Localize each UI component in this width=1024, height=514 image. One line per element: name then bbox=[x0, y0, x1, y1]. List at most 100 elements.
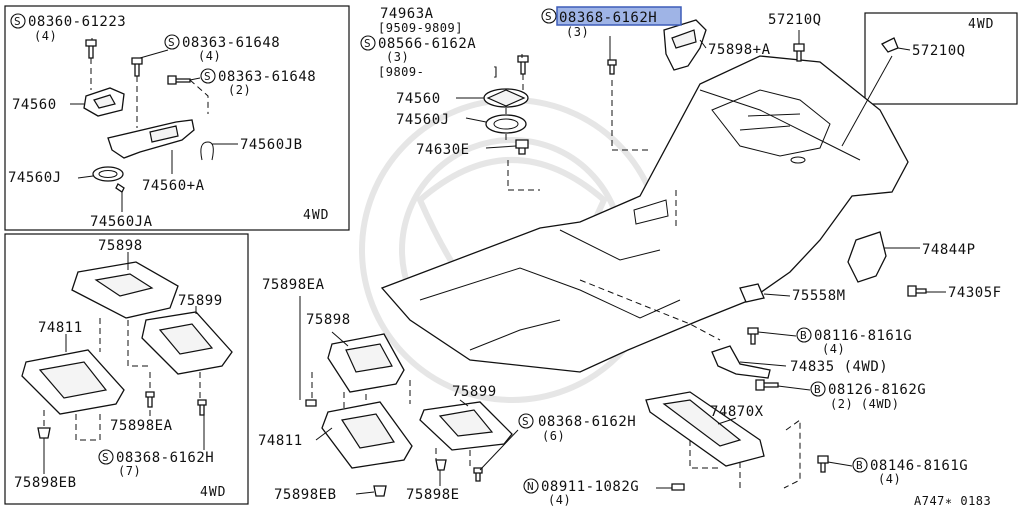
prefix-s-5: S bbox=[360, 35, 376, 51]
label-74560jb[interactable]: 74560JB bbox=[240, 137, 303, 153]
label-74560-plus-a[interactable]: 74560+A bbox=[142, 178, 205, 194]
clip-57210q-top bbox=[793, 43, 805, 62]
date-range-2: [9809- bbox=[378, 65, 424, 79]
nut-08911 bbox=[671, 483, 685, 491]
label-74963a[interactable]: 74963A bbox=[380, 6, 434, 22]
label-74560ja[interactable]: 74560JA bbox=[90, 214, 153, 230]
qty-2-a: (2) bbox=[228, 83, 251, 97]
label-74811-bl[interactable]: 74811 bbox=[38, 320, 83, 336]
label-08363-61648-b[interactable]: 08363-61648 bbox=[218, 69, 316, 85]
qty-3-a: (3) bbox=[386, 50, 409, 64]
prefix-s-6: S bbox=[541, 8, 557, 24]
part-labels: 08360-61223 (4) 08363-61648 (4) 08363-61… bbox=[8, 6, 1002, 508]
label-75898eb-bl[interactable]: 75898EB bbox=[14, 475, 77, 491]
prefix-s-2: S bbox=[164, 34, 180, 50]
label-08368-6162h-bot[interactable]: 08368-6162H bbox=[538, 414, 636, 430]
date-range-2-close: ] bbox=[492, 65, 500, 79]
label-74560-mid[interactable]: 74560 bbox=[396, 91, 441, 107]
qty-6: (6) bbox=[542, 429, 565, 443]
right-side-parts bbox=[645, 231, 927, 491]
label-08116-8161g[interactable]: 08116-8161G bbox=[814, 328, 912, 344]
label-74630e[interactable]: 74630E bbox=[416, 142, 470, 158]
qty-3-b: (3) bbox=[566, 25, 589, 39]
prefix-b-1: B bbox=[796, 327, 812, 343]
label-75898e-mid[interactable]: 75898E bbox=[406, 487, 460, 503]
label-08363-61648-a[interactable]: 08363-61648 bbox=[182, 35, 280, 51]
svg-text:S: S bbox=[168, 36, 175, 49]
bottom-left-parts bbox=[21, 261, 233, 441]
label-75898-mid[interactable]: 75898 bbox=[306, 312, 351, 328]
label-75898ea-bl[interactable]: 75898EA bbox=[110, 418, 173, 434]
svg-text:S: S bbox=[14, 15, 21, 28]
bolt-08368-top bbox=[607, 59, 617, 75]
bolt-08116 bbox=[747, 327, 759, 345]
label-08126-8162g[interactable]: 08126-8162G bbox=[828, 382, 926, 398]
bottom-left-frame bbox=[4, 233, 249, 505]
label-74811-mid[interactable]: 74811 bbox=[258, 433, 303, 449]
qty-4-e: (4) bbox=[548, 493, 571, 507]
floor-outline bbox=[380, 55, 909, 373]
bolt-08360 bbox=[85, 39, 97, 59]
label-08566-6162a[interactable]: 08566-6162A bbox=[378, 36, 476, 52]
prefix-s-4: S bbox=[98, 449, 114, 465]
label-75898-plus-a[interactable]: 75898+A bbox=[708, 42, 771, 58]
label-74844p[interactable]: 74844P bbox=[922, 242, 976, 258]
label-74305f[interactable]: 74305F bbox=[948, 285, 1002, 301]
clip-75898ea-bl bbox=[145, 391, 155, 408]
label-57210q-top[interactable]: 57210Q bbox=[768, 12, 822, 28]
bolt-08368-bot bbox=[473, 467, 483, 482]
clip-75898ea-mid bbox=[305, 399, 317, 407]
prefix-s-3: S bbox=[200, 68, 216, 84]
bolt-08126 bbox=[755, 379, 779, 391]
label-75898eb-mid[interactable]: 75898EB bbox=[274, 487, 337, 503]
label-75898-bl[interactable]: 75898 bbox=[98, 238, 143, 254]
prefix-s-1: S bbox=[10, 13, 26, 29]
svg-text:N: N bbox=[527, 480, 534, 493]
ring-74560j-mid bbox=[485, 114, 527, 134]
center-top-parts bbox=[483, 19, 899, 155]
floor-panel bbox=[380, 55, 909, 373]
qty-4-d: (4) bbox=[878, 472, 901, 486]
label-74835[interactable]: 74835 (4WD) bbox=[790, 359, 888, 375]
qty-4-b: (4) bbox=[198, 49, 221, 63]
svg-text:S: S bbox=[102, 451, 109, 464]
label-74560j-mid[interactable]: 74560J bbox=[396, 112, 450, 128]
bolt-08363-b bbox=[167, 75, 191, 85]
pin-74560ja bbox=[115, 183, 125, 193]
label-08911-1082g[interactable]: 08911-1082G bbox=[541, 479, 639, 495]
label-08360-61223[interactable]: 08360-61223 bbox=[28, 14, 126, 30]
label-74560j-left[interactable]: 74560J bbox=[8, 170, 62, 186]
ring-74560j bbox=[92, 166, 124, 182]
bracket-74844p bbox=[847, 231, 887, 283]
bolt-08566 bbox=[517, 55, 529, 75]
reference-code: A747∗ 0183 bbox=[914, 494, 991, 508]
selected-part-highlight[interactable] bbox=[556, 6, 682, 26]
prefix-b-3: B bbox=[852, 457, 868, 473]
svg-text:B: B bbox=[800, 329, 807, 342]
label-57210q-box[interactable]: 57210Q bbox=[912, 43, 966, 59]
label-75899-bl[interactable]: 75899 bbox=[178, 293, 223, 309]
label-75558m[interactable]: 75558M bbox=[792, 288, 846, 304]
middle-bottom-parts bbox=[305, 333, 513, 497]
bolt-08363-a bbox=[131, 57, 143, 77]
svg-text:B: B bbox=[856, 459, 863, 472]
box-tag-top-left: 4WD bbox=[303, 208, 329, 223]
clip-75558m bbox=[739, 283, 765, 303]
clip-74560jb bbox=[200, 141, 214, 161]
date-range-1: [9509-9809] bbox=[378, 21, 463, 35]
clip-74630e bbox=[515, 139, 529, 155]
top-left-frame bbox=[4, 5, 350, 231]
box-tag-bottom-left: 4WD bbox=[200, 485, 226, 500]
label-08368-6162h-bl[interactable]: 08368-6162H bbox=[116, 450, 214, 466]
top-right-frame bbox=[864, 12, 1018, 105]
label-75899-mid[interactable]: 75899 bbox=[452, 384, 497, 400]
label-08368-6162h-top[interactable]: 08368-6162H bbox=[559, 10, 657, 26]
label-74560-left[interactable]: 74560 bbox=[12, 97, 57, 113]
prefix-n-1: N bbox=[523, 478, 539, 494]
label-75898ea-mid[interactable]: 75898EA bbox=[262, 277, 325, 293]
qty-2-4wd: (2) (4WD) bbox=[830, 397, 900, 411]
label-74870x[interactable]: 74870X bbox=[710, 404, 764, 420]
label-08146-8161g[interactable]: 08146-8161G bbox=[870, 458, 968, 474]
